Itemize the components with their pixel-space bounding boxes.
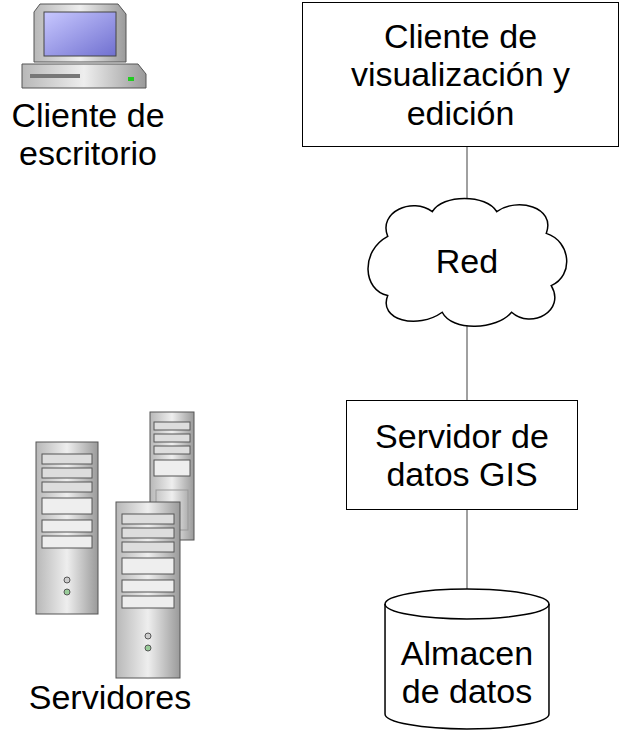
node-text: Servidor de datos GIS xyxy=(347,417,577,493)
desktop-computer-icon xyxy=(22,4,146,88)
datastore-cylinder: Almacen de datos xyxy=(384,588,550,730)
client-box: Cliente de visualización y edición xyxy=(302,2,619,147)
desktop-client-label: Cliente de escritorio xyxy=(0,96,176,172)
node-text: Cliente de visualización y edición xyxy=(303,17,618,131)
network-cloud: Red xyxy=(358,192,576,330)
servers-label: Servidores xyxy=(10,678,210,716)
node-text: Red xyxy=(422,242,512,280)
connector-line xyxy=(467,324,468,400)
server-box: Servidor de datos GIS xyxy=(346,400,578,510)
servers-icon xyxy=(36,412,194,678)
connector-line xyxy=(467,147,468,198)
node-text: Almacen de datos xyxy=(384,634,550,710)
connector-line xyxy=(467,510,468,594)
